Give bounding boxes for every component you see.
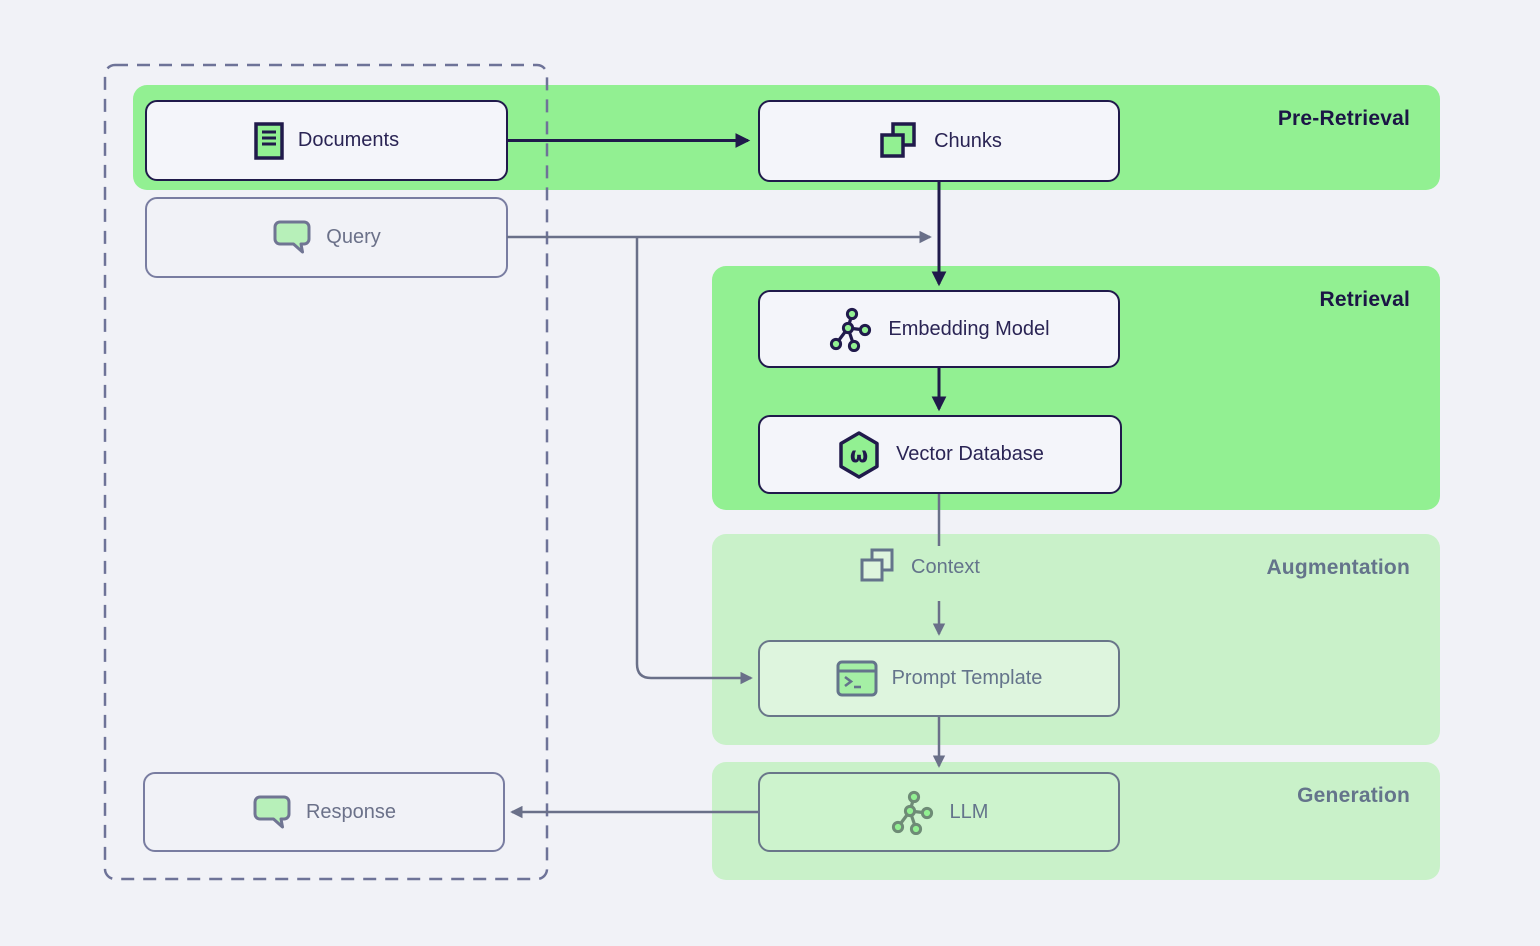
band-title-augmentation: Augmentation: [1266, 556, 1410, 579]
node-chunks: Chunks: [758, 100, 1120, 182]
copy-icon: [856, 546, 898, 588]
node-query: Query: [145, 197, 508, 278]
node-context: Context: [856, 546, 980, 588]
node-label: Embedding Model: [888, 317, 1050, 340]
node-documents: Documents: [145, 100, 508, 181]
node-embedding-model: Embedding Model: [758, 290, 1120, 368]
network-icon: [828, 306, 874, 352]
node-llm: LLM: [758, 772, 1120, 852]
hexagon-database-icon: ω: [836, 430, 882, 480]
node-label: Context: [911, 555, 980, 578]
svg-text:ω: ω: [850, 443, 868, 467]
chunks-icon: [876, 119, 920, 163]
node-label: LLM: [949, 800, 989, 823]
node-label: Documents: [297, 129, 400, 151]
node-label: Vector Database: [896, 443, 1044, 465]
node-label: Chunks: [934, 129, 1002, 152]
terminal-icon: [836, 660, 878, 698]
speech-bubble-icon: [272, 219, 312, 256]
node-label: Prompt Template: [891, 667, 1043, 689]
node-response: Response: [143, 772, 505, 852]
band-title-pre-retrieval: Pre-Retrieval: [1277, 107, 1410, 130]
speech-bubble-icon: [252, 794, 292, 831]
node-prompt-template: Prompt Template: [758, 640, 1120, 717]
node-label: Response: [305, 800, 397, 823]
node-label: Query: [326, 226, 381, 248]
document-icon: [254, 121, 284, 160]
band-title-generation: Generation: [1297, 784, 1410, 807]
node-vector-database: ω Vector Database: [758, 415, 1122, 494]
band-title-retrieval: Retrieval: [1319, 288, 1410, 311]
network-icon: [890, 789, 936, 835]
